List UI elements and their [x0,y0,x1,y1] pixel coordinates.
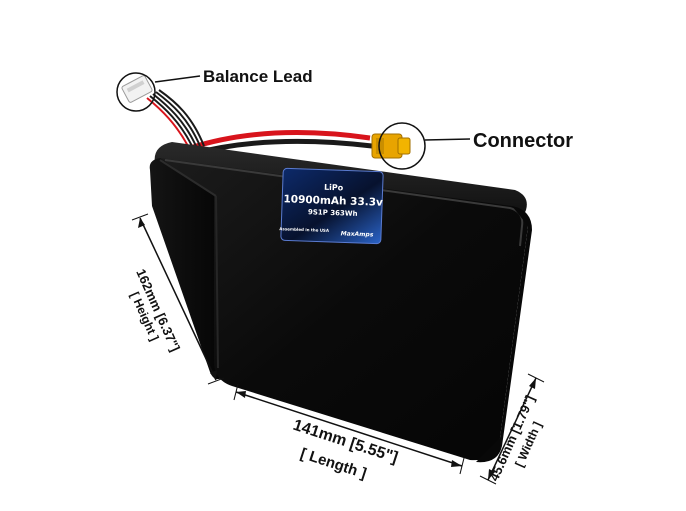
xt-connector [371,133,411,159]
connector-leader-line [424,138,471,141]
label-logo: MaxAmps [341,230,374,238]
balance-lead-callout-label: Balance Lead [203,67,313,86]
balance-lead-callout-ring [116,72,156,112]
connector-callout-ring [378,122,426,170]
product-label: LiPo 10900mAh 33.3v 9S1P 363Wh Assembled… [279,167,384,245]
label-chemistry: LiPo [324,183,344,193]
battery-pack [149,142,532,463]
balance-plug [121,75,153,103]
label-capacity-voltage: 10900mAh 33.3v [283,193,383,208]
connector-callout-label: Connector [473,130,573,152]
label-origin: Assembled in the USA [279,226,330,233]
label-config-energy: 9S1P 363Wh [308,208,358,218]
balance-lead-leader-line [154,75,201,83]
balance-lead-wires [146,89,205,147]
